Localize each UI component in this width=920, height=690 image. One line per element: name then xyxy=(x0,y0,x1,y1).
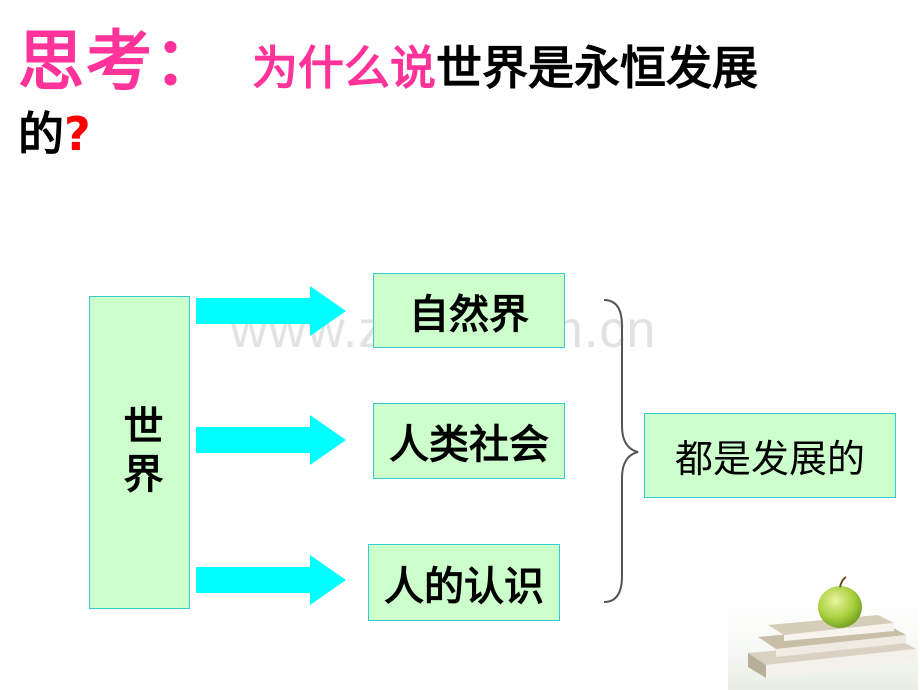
category-nature: 自然界 xyxy=(373,273,565,348)
slide-title: 思考： 为什么说世界是永恒发展 的? xyxy=(18,22,898,162)
category-label: 自然界 xyxy=(409,291,529,338)
arrow-right-icon xyxy=(196,555,346,605)
category-society: 人类社会 xyxy=(373,403,565,479)
world-box: 世界 xyxy=(89,296,190,609)
category-label: 人类社会 xyxy=(389,422,549,468)
arrow-right-icon xyxy=(196,415,346,465)
conclusion-label: 都是发展的 xyxy=(674,437,865,481)
conclusion-box: 都是发展的 xyxy=(644,413,896,498)
category-cognition: 人的认识 xyxy=(368,544,560,621)
arrow-right-icon xyxy=(196,286,346,336)
title-line2: 的? xyxy=(18,107,91,162)
world-label: 世界 xyxy=(116,404,163,501)
title-why: 为什么说 xyxy=(252,41,436,95)
title-think: 思考： xyxy=(18,23,222,100)
title-question-mark: ? xyxy=(64,107,91,162)
curly-brace-icon xyxy=(603,299,639,603)
category-label: 人的认识 xyxy=(384,563,544,610)
title-rest: 世界是永恒发展 xyxy=(436,41,758,95)
apple-books-icon xyxy=(728,575,918,690)
title-line2-text: 的 xyxy=(18,107,64,162)
